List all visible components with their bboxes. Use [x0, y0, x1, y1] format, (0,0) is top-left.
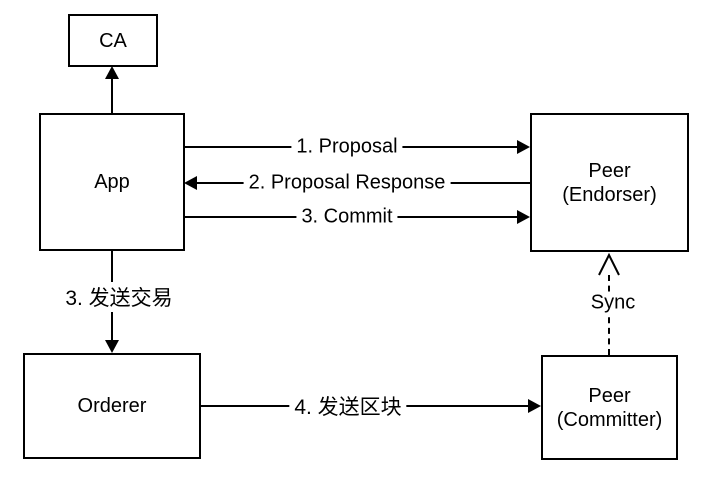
arrow-right-icon	[517, 210, 530, 224]
edge-sync-line	[608, 275, 610, 355]
edge-sync-label: Sync	[585, 291, 641, 315]
node-peer-endorser-label: Peer (Endorser)	[562, 159, 657, 206]
edge-send-block-label: 4. 发送区块	[289, 391, 407, 421]
arrow-down-icon	[105, 340, 119, 353]
open-arrow-up-icon	[598, 252, 620, 276]
edge-proposal-label: 1. Proposal	[291, 135, 403, 159]
edge-proposal-response-label: 2. Proposal Response	[243, 171, 451, 195]
node-app-label: App	[94, 171, 130, 193]
node-ca: CA	[68, 14, 158, 67]
edge-app-to-ca-line	[111, 78, 113, 113]
node-orderer: Orderer	[23, 353, 201, 459]
arrow-left-icon	[184, 176, 197, 190]
node-peer-committer: Peer (Committer)	[541, 355, 678, 460]
edge-commit-label: 3. Commit	[296, 205, 398, 229]
node-orderer-label: Orderer	[77, 395, 147, 417]
node-peer-committer-label: Peer (Committer)	[556, 384, 663, 431]
node-peer-endorser: Peer (Endorser)	[530, 113, 689, 252]
arrow-up-icon	[105, 66, 119, 79]
arrow-right-icon	[517, 140, 530, 154]
edge-send-transaction-label: 3. 发送交易	[60, 282, 178, 312]
node-ca-label: CA	[99, 29, 127, 52]
node-app: App	[39, 113, 185, 251]
arrow-right-icon	[528, 399, 541, 413]
